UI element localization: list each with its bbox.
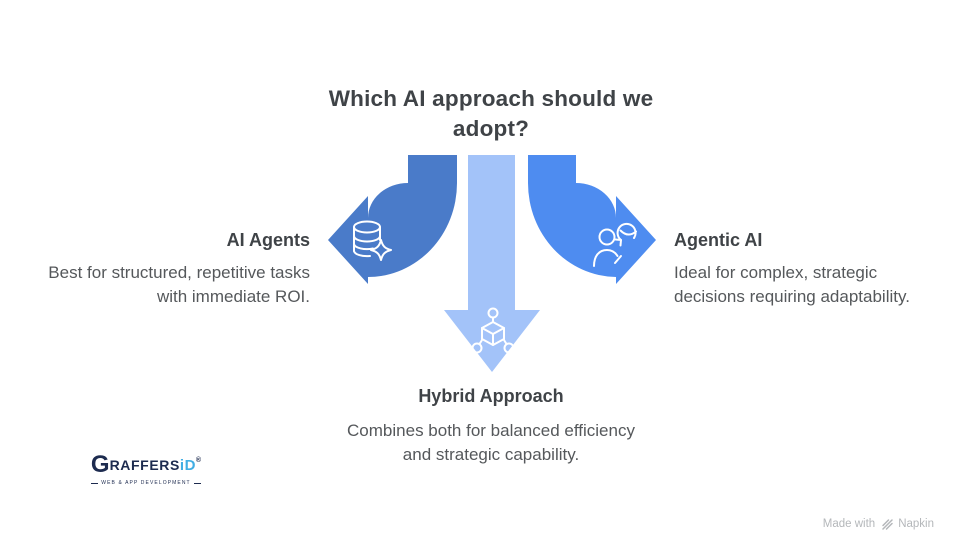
down-arrow — [444, 155, 540, 372]
branch-heading: Agentic AI — [674, 230, 763, 250]
graffersid-logo: GRAFFERSiD® WEB & APP DEVELOPMENT — [86, 451, 206, 486]
logo-tagline: WEB & APP DEVELOPMENT — [86, 480, 206, 486]
branch-heading: Hybrid Approach — [418, 386, 564, 406]
logo-letter-g: G — [90, 451, 110, 478]
credit-prefix: Made with — [822, 517, 876, 530]
tagline-right-rule — [193, 482, 201, 484]
person-cycle-icon — [593, 222, 637, 267]
branch-ai-agents: AI Agents Best for structured, repetitiv… — [40, 229, 310, 308]
branch-hybrid-approach: Hybrid Approach Combines both for balanc… — [341, 385, 641, 467]
graffersid-wordmark: GRAFFERSiD® — [86, 451, 206, 479]
logo-accent-text: iD — [179, 457, 196, 474]
logo-main-text: RAFFERS — [109, 457, 180, 473]
credit-brand: Napkin — [898, 517, 934, 530]
tagline-left-rule — [91, 482, 99, 484]
database-sparkle-icon — [353, 220, 392, 261]
branch-description: Ideal for complex, strategic decisions r… — [674, 263, 910, 306]
branch-description: Best for structured, repetitive tasks wi… — [48, 263, 310, 306]
registered-mark: ® — [195, 457, 202, 464]
left-curved-arrow — [328, 155, 457, 284]
branch-agentic-ai: Agentic AI Ideal for complex, strategic … — [674, 229, 924, 308]
page-title: Which AI approach should we adopt? — [328, 86, 654, 141]
branch-heading: AI Agents — [226, 230, 310, 250]
branch-description: Combines both for balanced efficiency an… — [347, 421, 635, 464]
cube-network-icon — [471, 307, 515, 354]
napkin-logo-icon — [882, 519, 893, 530]
tagline-text: WEB & APP DEVELOPMENT — [101, 480, 191, 486]
napkin-credit[interactable]: Made with Napkin — [823, 517, 934, 530]
right-curved-arrow — [528, 155, 656, 284]
